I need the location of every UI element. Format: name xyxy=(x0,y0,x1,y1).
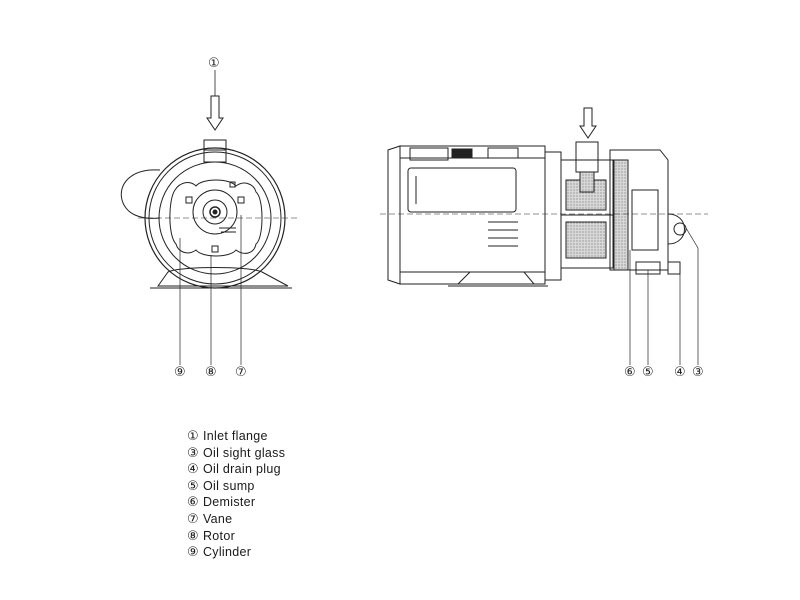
callout-sump: ⑤ xyxy=(642,365,654,380)
legend-number: ⑤ xyxy=(187,478,199,494)
legend-label: Oil drain plug xyxy=(202,462,281,477)
legend-label: Vane xyxy=(202,511,233,526)
callout-cylinder: ⑨ xyxy=(174,365,186,380)
legend-label: Oil sight glass xyxy=(202,445,286,460)
legend-label: Inlet flange xyxy=(202,429,268,443)
legend-label: Cylinder xyxy=(202,545,252,560)
callout-demister: ⑥ xyxy=(624,365,636,380)
callout-sight: ③ xyxy=(692,365,704,380)
legend-number: ⑨ xyxy=(187,545,199,561)
callout-inlet: ① xyxy=(208,56,220,71)
legend-number: ⑥ xyxy=(187,495,199,511)
legend-label: Oil sump xyxy=(202,478,255,493)
legend-label: Rotor xyxy=(202,528,236,543)
side-view xyxy=(380,107,708,365)
front-view xyxy=(120,70,300,365)
legend-number: ③ xyxy=(187,445,199,461)
legend-number: ④ xyxy=(187,462,199,478)
legend-label: Demister xyxy=(202,495,256,510)
legend-number: ⑦ xyxy=(187,511,199,527)
callout-rotor: ⑧ xyxy=(205,365,217,380)
callout-vane: ⑦ xyxy=(235,365,247,380)
legend-number: ⑧ xyxy=(187,528,199,544)
legend-number: ① xyxy=(187,429,199,444)
callout-drain: ④ xyxy=(674,365,686,380)
